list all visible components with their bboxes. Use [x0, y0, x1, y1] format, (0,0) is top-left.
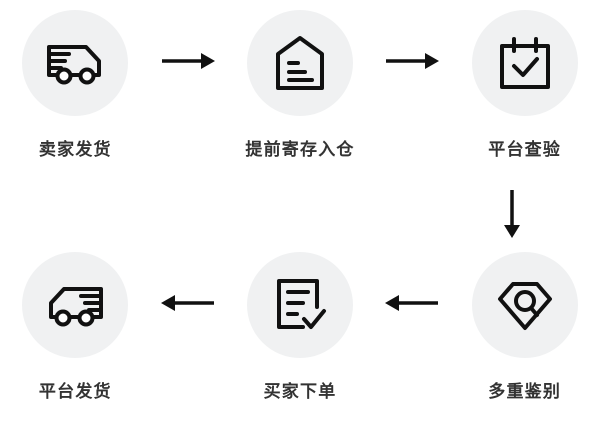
arrow-left-icon	[382, 291, 442, 319]
arrow-down-icon	[500, 188, 524, 244]
warehouse-document-icon	[273, 34, 327, 92]
flow-connector-arrow	[367, 252, 457, 358]
flow-step-label: 卖家发货	[38, 140, 112, 160]
flow-step-label: 提前寄存入仓	[245, 140, 355, 160]
flow-step-prestore-warehouse[interactable]: 提前寄存入仓	[233, 10, 368, 159]
flow-connector-arrow	[143, 10, 233, 116]
flow-row-top: 卖家发货	[0, 10, 600, 159]
diamond-magnifier-icon	[496, 278, 554, 332]
flow-step-label: 平台发货	[38, 382, 112, 402]
order-document-check-icon	[273, 277, 327, 333]
step-icon-badge	[247, 252, 353, 358]
flow-step-label: 平台查验	[488, 140, 562, 160]
flow-connector-arrow	[143, 252, 233, 358]
flow-step-label: 多重鉴别	[488, 382, 562, 402]
flow-step-multi-authentication[interactable]: 多重鉴别	[457, 252, 592, 401]
arrow-left-icon	[158, 291, 218, 319]
flow-row-bottom: 平台发货	[0, 252, 600, 401]
flow-connector-vertical	[0, 188, 600, 244]
flow-step-seller-ship[interactable]: 卖家发货	[8, 10, 143, 159]
flow-step-platform-inspection[interactable]: 平台查验	[457, 10, 592, 159]
flow-step-buyer-order[interactable]: 买家下单	[233, 252, 368, 401]
calendar-check-icon	[497, 35, 553, 91]
flow-step-label: 买家下单	[263, 382, 337, 402]
step-icon-badge	[22, 10, 129, 116]
delivery-truck-right-icon	[45, 40, 105, 86]
step-icon-badge	[22, 252, 129, 358]
delivery-truck-left-icon	[45, 282, 105, 328]
step-icon-badge	[471, 252, 578, 358]
step-icon-badge	[247, 10, 353, 116]
flow-step-platform-ship[interactable]: 平台发货	[8, 252, 143, 401]
arrow-right-icon	[382, 49, 442, 77]
step-icon-badge	[471, 10, 578, 116]
flow-connector-arrow	[367, 10, 457, 116]
arrow-right-icon	[158, 49, 218, 77]
